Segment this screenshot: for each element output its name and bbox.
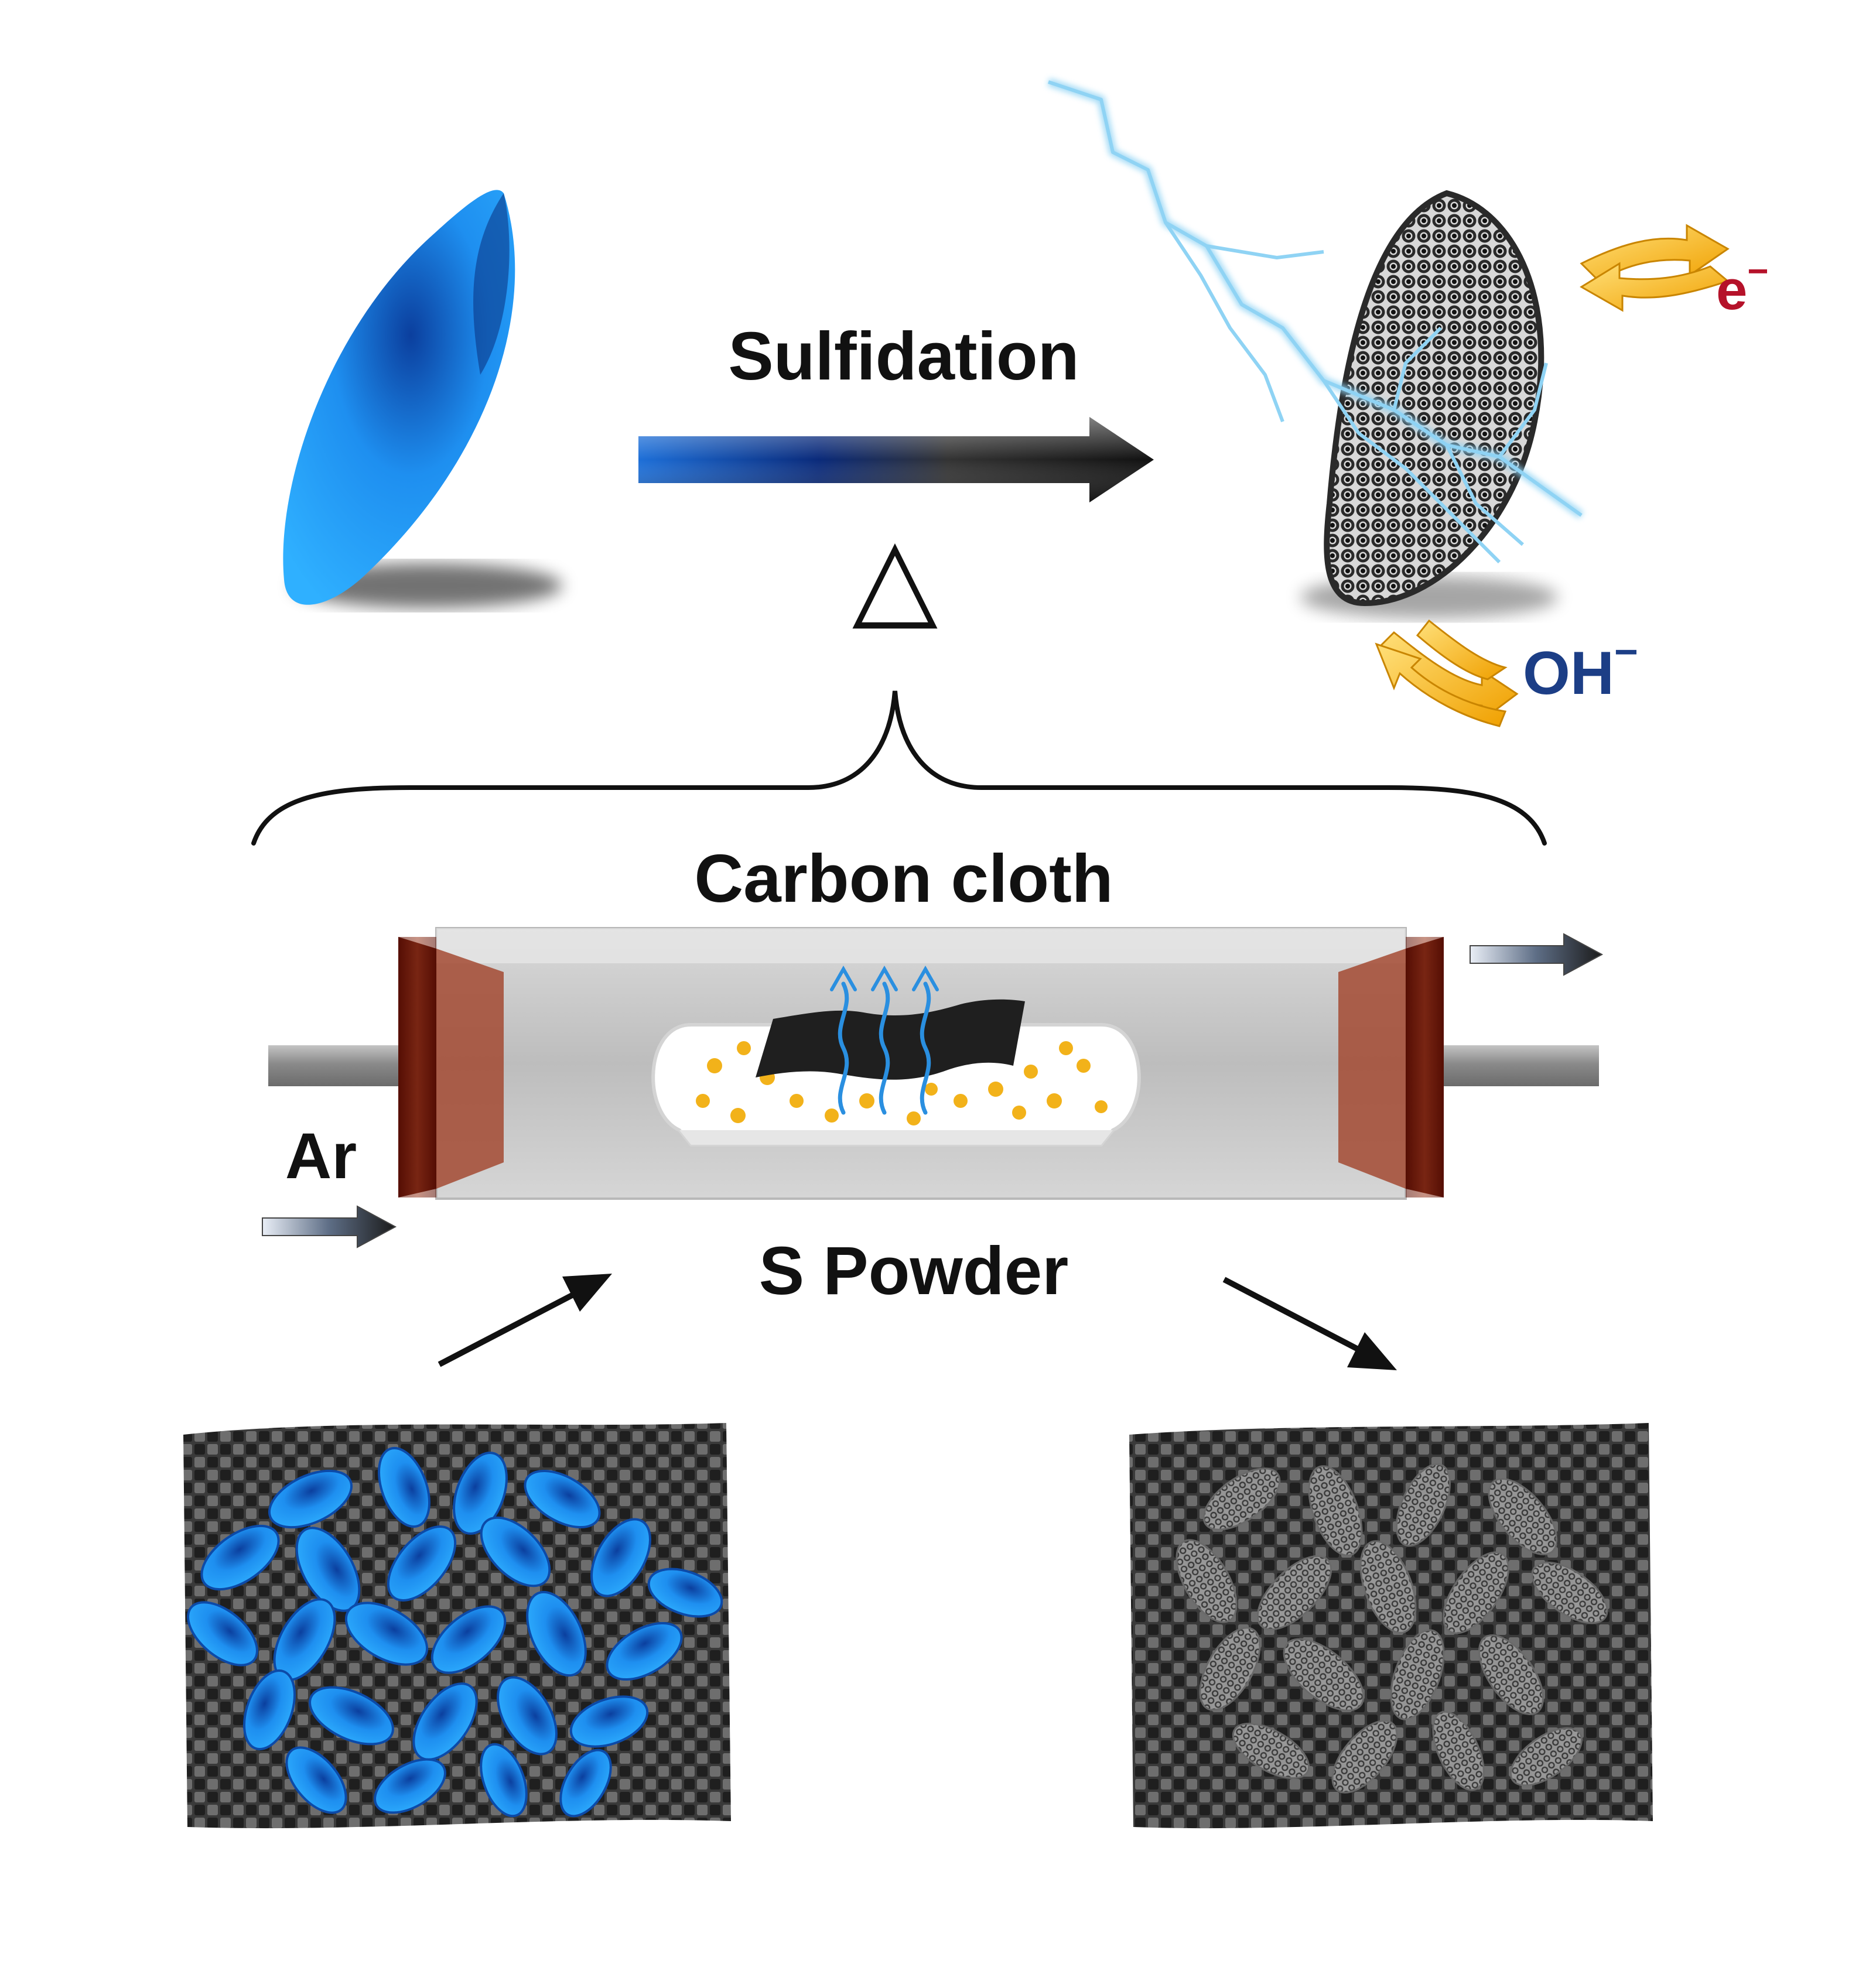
input-arrow [438,1274,612,1367]
vapor-flow-arrows-icon [830,965,939,1115]
carbon-cloth-strip [756,999,1025,1080]
gas-label: Ar [285,1120,357,1192]
sulfur-source-label: S Powder [759,1233,1069,1309]
gas-inlet-arrow [262,1205,397,1248]
gas-outlet-arrow [1470,933,1604,976]
curly-brace [251,690,1547,846]
cloth-before-icon [183,1423,731,1829]
precursor-particle-icon [283,190,562,608]
cloth-after-icon [1129,1423,1653,1829]
sulfidation-arrow [638,417,1154,502]
heat-symbol: △ [852,515,938,639]
output-arrow [1222,1277,1397,1370]
lightning-icon [1047,78,1584,564]
electron-exchange-arrows-icon [1580,224,1730,312]
hydroxide-exchange-arrows-icon [1375,619,1519,727]
hydroxide-label: OH− [1523,629,1638,707]
carbon-cloth-label: Carbon cloth [694,840,1113,916]
electron-label: e− [1716,251,1769,321]
sulfidation-label: Sulfidation [728,318,1079,394]
